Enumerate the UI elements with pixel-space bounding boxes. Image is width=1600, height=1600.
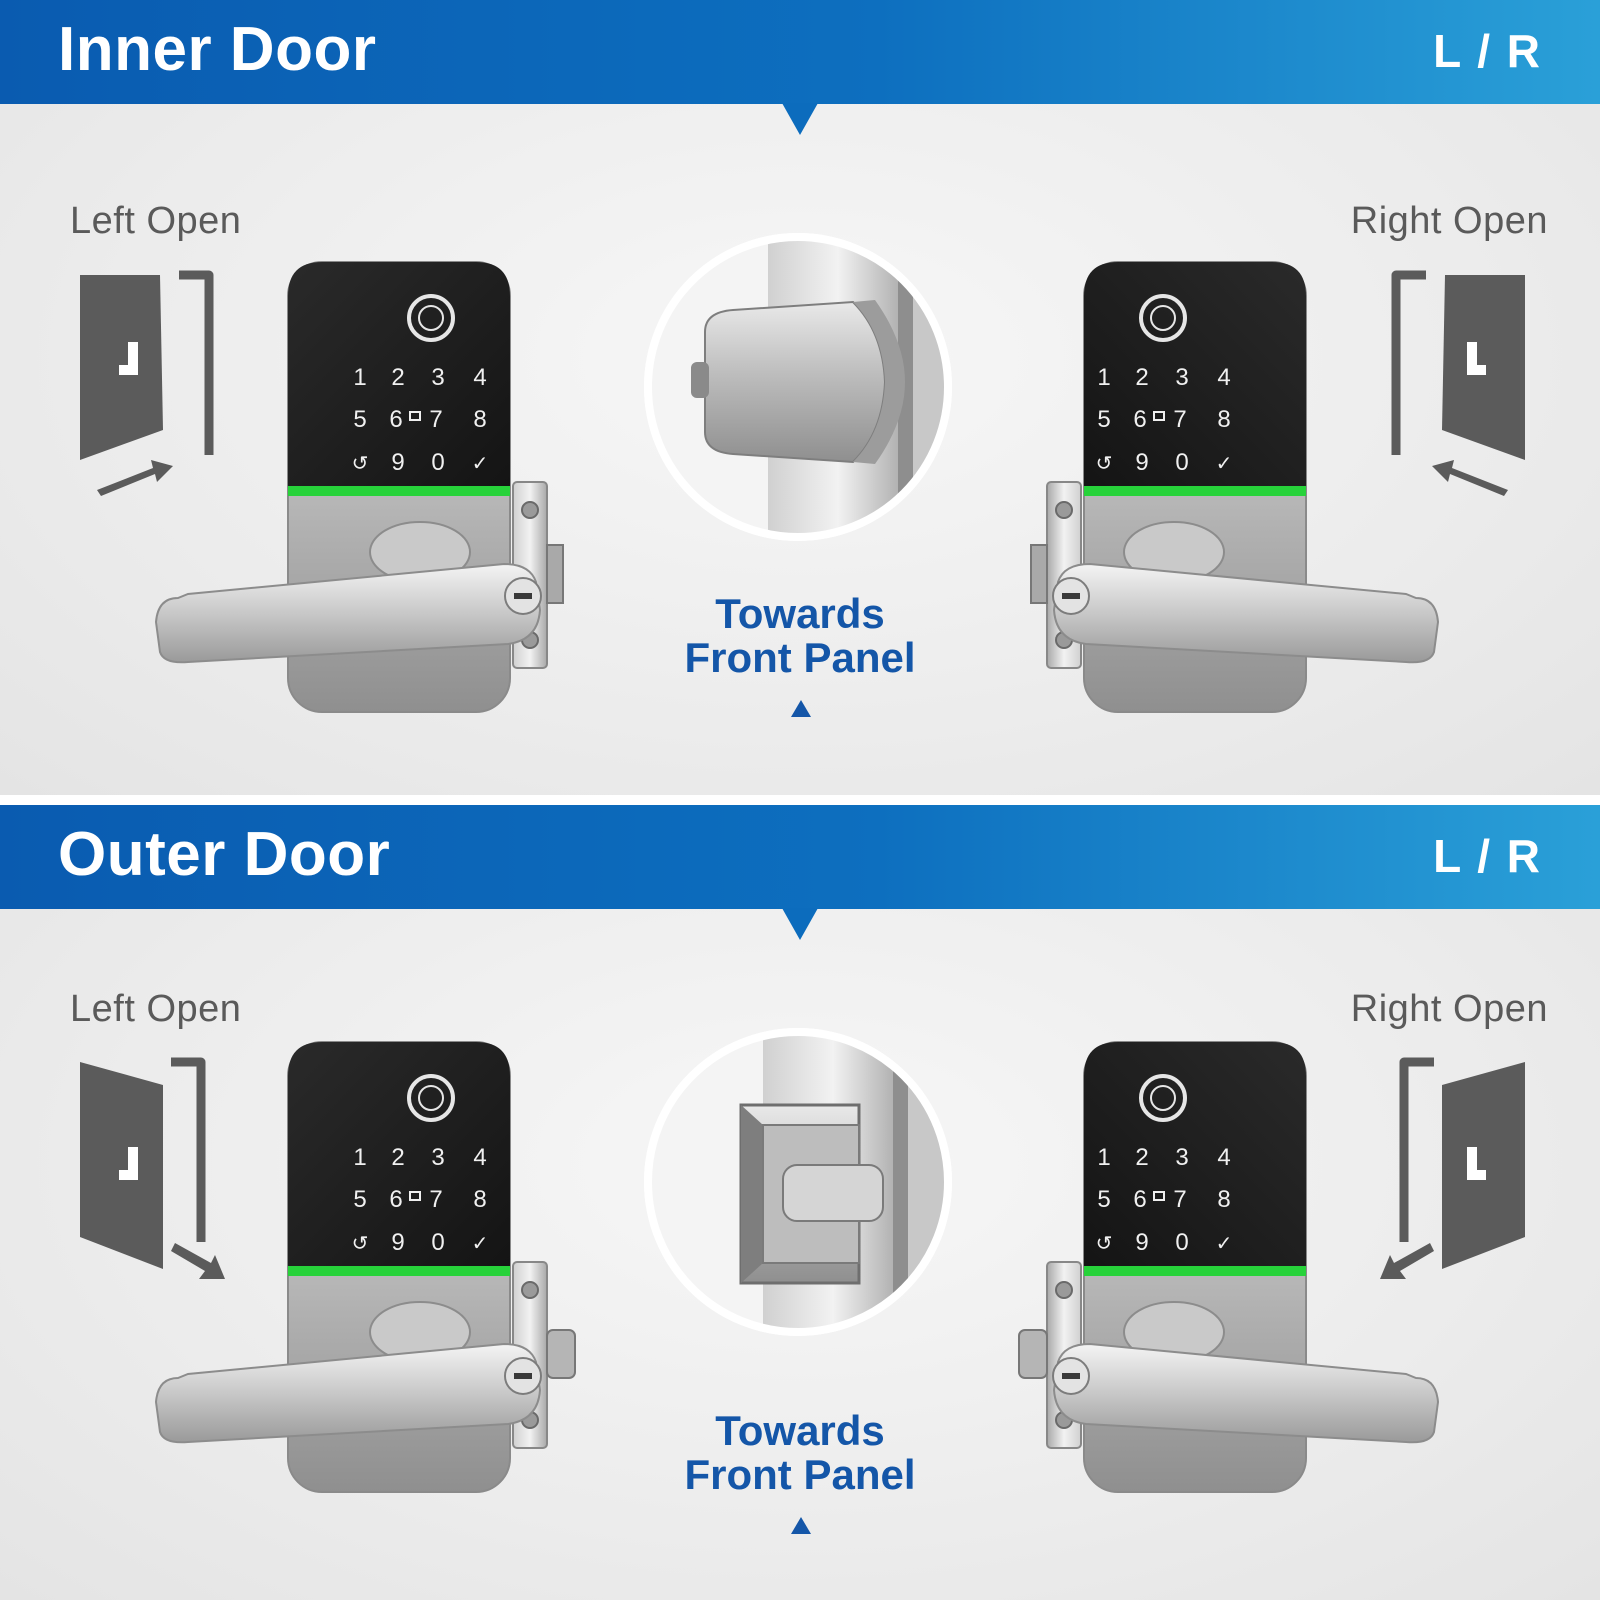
- section-divider: [0, 795, 1600, 805]
- lr-label: L / R: [1433, 25, 1542, 77]
- inner-door-section: Inner Door L / R Left Open Right Open: [0, 0, 1600, 795]
- smart-lock-right: 1 2 3 4 5 6 7 8 ↺ 9 0 ✓: [1018, 1041, 1440, 1493]
- back-icon: ↺: [1096, 453, 1113, 475]
- fingerprint-icon: [407, 294, 455, 342]
- up-arrow-icon: [791, 700, 811, 717]
- arrow-icon: [1432, 460, 1508, 496]
- back-icon: ↺: [352, 1233, 369, 1255]
- door-open-icon: [80, 1057, 225, 1279]
- confirm-icon: ✓: [472, 453, 489, 475]
- key: 4: [473, 1144, 486, 1171]
- towards-front-panel-label: Towards Front Panel: [600, 1409, 1000, 1497]
- key: 4: [1217, 364, 1230, 391]
- door-open-icon: [80, 270, 214, 496]
- key: 3: [1175, 1144, 1188, 1171]
- key: 8: [1217, 406, 1230, 433]
- arrow-icon: [97, 460, 173, 496]
- right-open-label: Right Open: [1350, 988, 1548, 1030]
- key: 5: [353, 1186, 366, 1213]
- towards-line-2: Front Panel: [684, 634, 916, 681]
- towards-front-panel-label: Towards Front Panel: [600, 592, 1000, 680]
- key: 3: [1175, 364, 1188, 391]
- padlock-icon: [409, 1191, 421, 1201]
- key: 7: [429, 1186, 442, 1213]
- banner-pointer-icon: [782, 103, 818, 135]
- key: 8: [1217, 1186, 1230, 1213]
- indicator-light: [288, 1266, 510, 1276]
- section-banner: Outer Door L / R: [0, 805, 1600, 909]
- indicator-light: [1084, 486, 1306, 496]
- key: 1: [1097, 364, 1110, 391]
- key: 6: [1133, 406, 1146, 433]
- key: 0: [1175, 449, 1188, 476]
- key: 5: [1097, 406, 1110, 433]
- towards-line-2: Front Panel: [684, 1451, 916, 1498]
- key: 3: [431, 1144, 444, 1171]
- key: 8: [473, 1186, 486, 1213]
- key: 5: [353, 406, 366, 433]
- arrow-icon: [171, 1243, 225, 1279]
- key: 0: [1175, 1229, 1188, 1256]
- key: 6: [389, 406, 402, 433]
- key: 4: [473, 364, 486, 391]
- lr-label: L / R: [1433, 830, 1542, 882]
- key: 7: [1173, 1186, 1186, 1213]
- section-title: Inner Door: [58, 15, 377, 84]
- key: 9: [391, 1229, 404, 1256]
- banner-pointer-icon: [782, 908, 818, 940]
- key: 2: [1135, 364, 1148, 391]
- confirm-icon: ✓: [472, 1233, 489, 1255]
- door-open-icon: [1380, 1057, 1525, 1279]
- left-open-label: Left Open: [70, 200, 242, 242]
- key: 9: [1135, 449, 1148, 476]
- section-banner: Inner Door L / R: [0, 0, 1600, 104]
- latch-bolt-icon: [644, 1028, 952, 1336]
- padlock-icon: [409, 411, 421, 421]
- left-open-label: Left Open: [70, 988, 242, 1030]
- up-arrow-icon: [791, 1517, 811, 1534]
- key: 4: [1217, 1144, 1230, 1171]
- padlock-icon: [1153, 1191, 1165, 1201]
- padlock-icon: [1153, 411, 1165, 421]
- back-icon: ↺: [1096, 1233, 1113, 1255]
- key: 0: [431, 1229, 444, 1256]
- fingerprint-icon: [407, 1074, 455, 1122]
- towards-line-1: Towards: [715, 1407, 885, 1454]
- fingerprint-icon: [1139, 1074, 1187, 1122]
- back-icon: ↺: [352, 453, 369, 475]
- key: 1: [353, 364, 366, 391]
- key: 7: [1173, 406, 1186, 433]
- fingerprint-icon: [1139, 294, 1187, 342]
- key: 1: [353, 1144, 366, 1171]
- smart-lock-left: 1 2 3 4 5 6 7 8 ↺ 9 0 ✓: [154, 1041, 576, 1493]
- confirm-icon: ✓: [1216, 453, 1233, 475]
- key: 6: [389, 1186, 402, 1213]
- key: 9: [1135, 1229, 1148, 1256]
- confirm-icon: ✓: [1216, 1233, 1233, 1255]
- indicator-light: [288, 486, 510, 496]
- key: 0: [431, 449, 444, 476]
- smart-lock-left: 1 2 3 4 5 6 7 8 ↺ 9 0 ✓: [154, 261, 564, 713]
- arrow-icon: [1380, 1243, 1434, 1279]
- door-open-icon: [1391, 270, 1525, 496]
- key: 6: [1133, 1186, 1146, 1213]
- outer-door-section: Outer Door L / R Left Open Right Open 1 …: [0, 805, 1600, 1600]
- latch-bolt-icon: [644, 233, 952, 541]
- indicator-light: [1084, 1266, 1306, 1276]
- key: 2: [391, 364, 404, 391]
- smart-lock-right: 1 2 3 4 5 6 7 8 ↺ 9 0 ✓: [1030, 261, 1440, 713]
- door-panel-shape: [1442, 1062, 1525, 1269]
- section-title: Outer Door: [58, 820, 391, 889]
- key: 3: [431, 364, 444, 391]
- towards-line-1: Towards: [715, 590, 885, 637]
- right-open-label: Right Open: [1350, 200, 1548, 242]
- key: 2: [1135, 1144, 1148, 1171]
- key: 9: [391, 449, 404, 476]
- key: 5: [1097, 1186, 1110, 1213]
- key: 1: [1097, 1144, 1110, 1171]
- key: 8: [473, 406, 486, 433]
- key: 7: [429, 406, 442, 433]
- key: 2: [391, 1144, 404, 1171]
- door-panel-shape: [80, 1062, 163, 1269]
